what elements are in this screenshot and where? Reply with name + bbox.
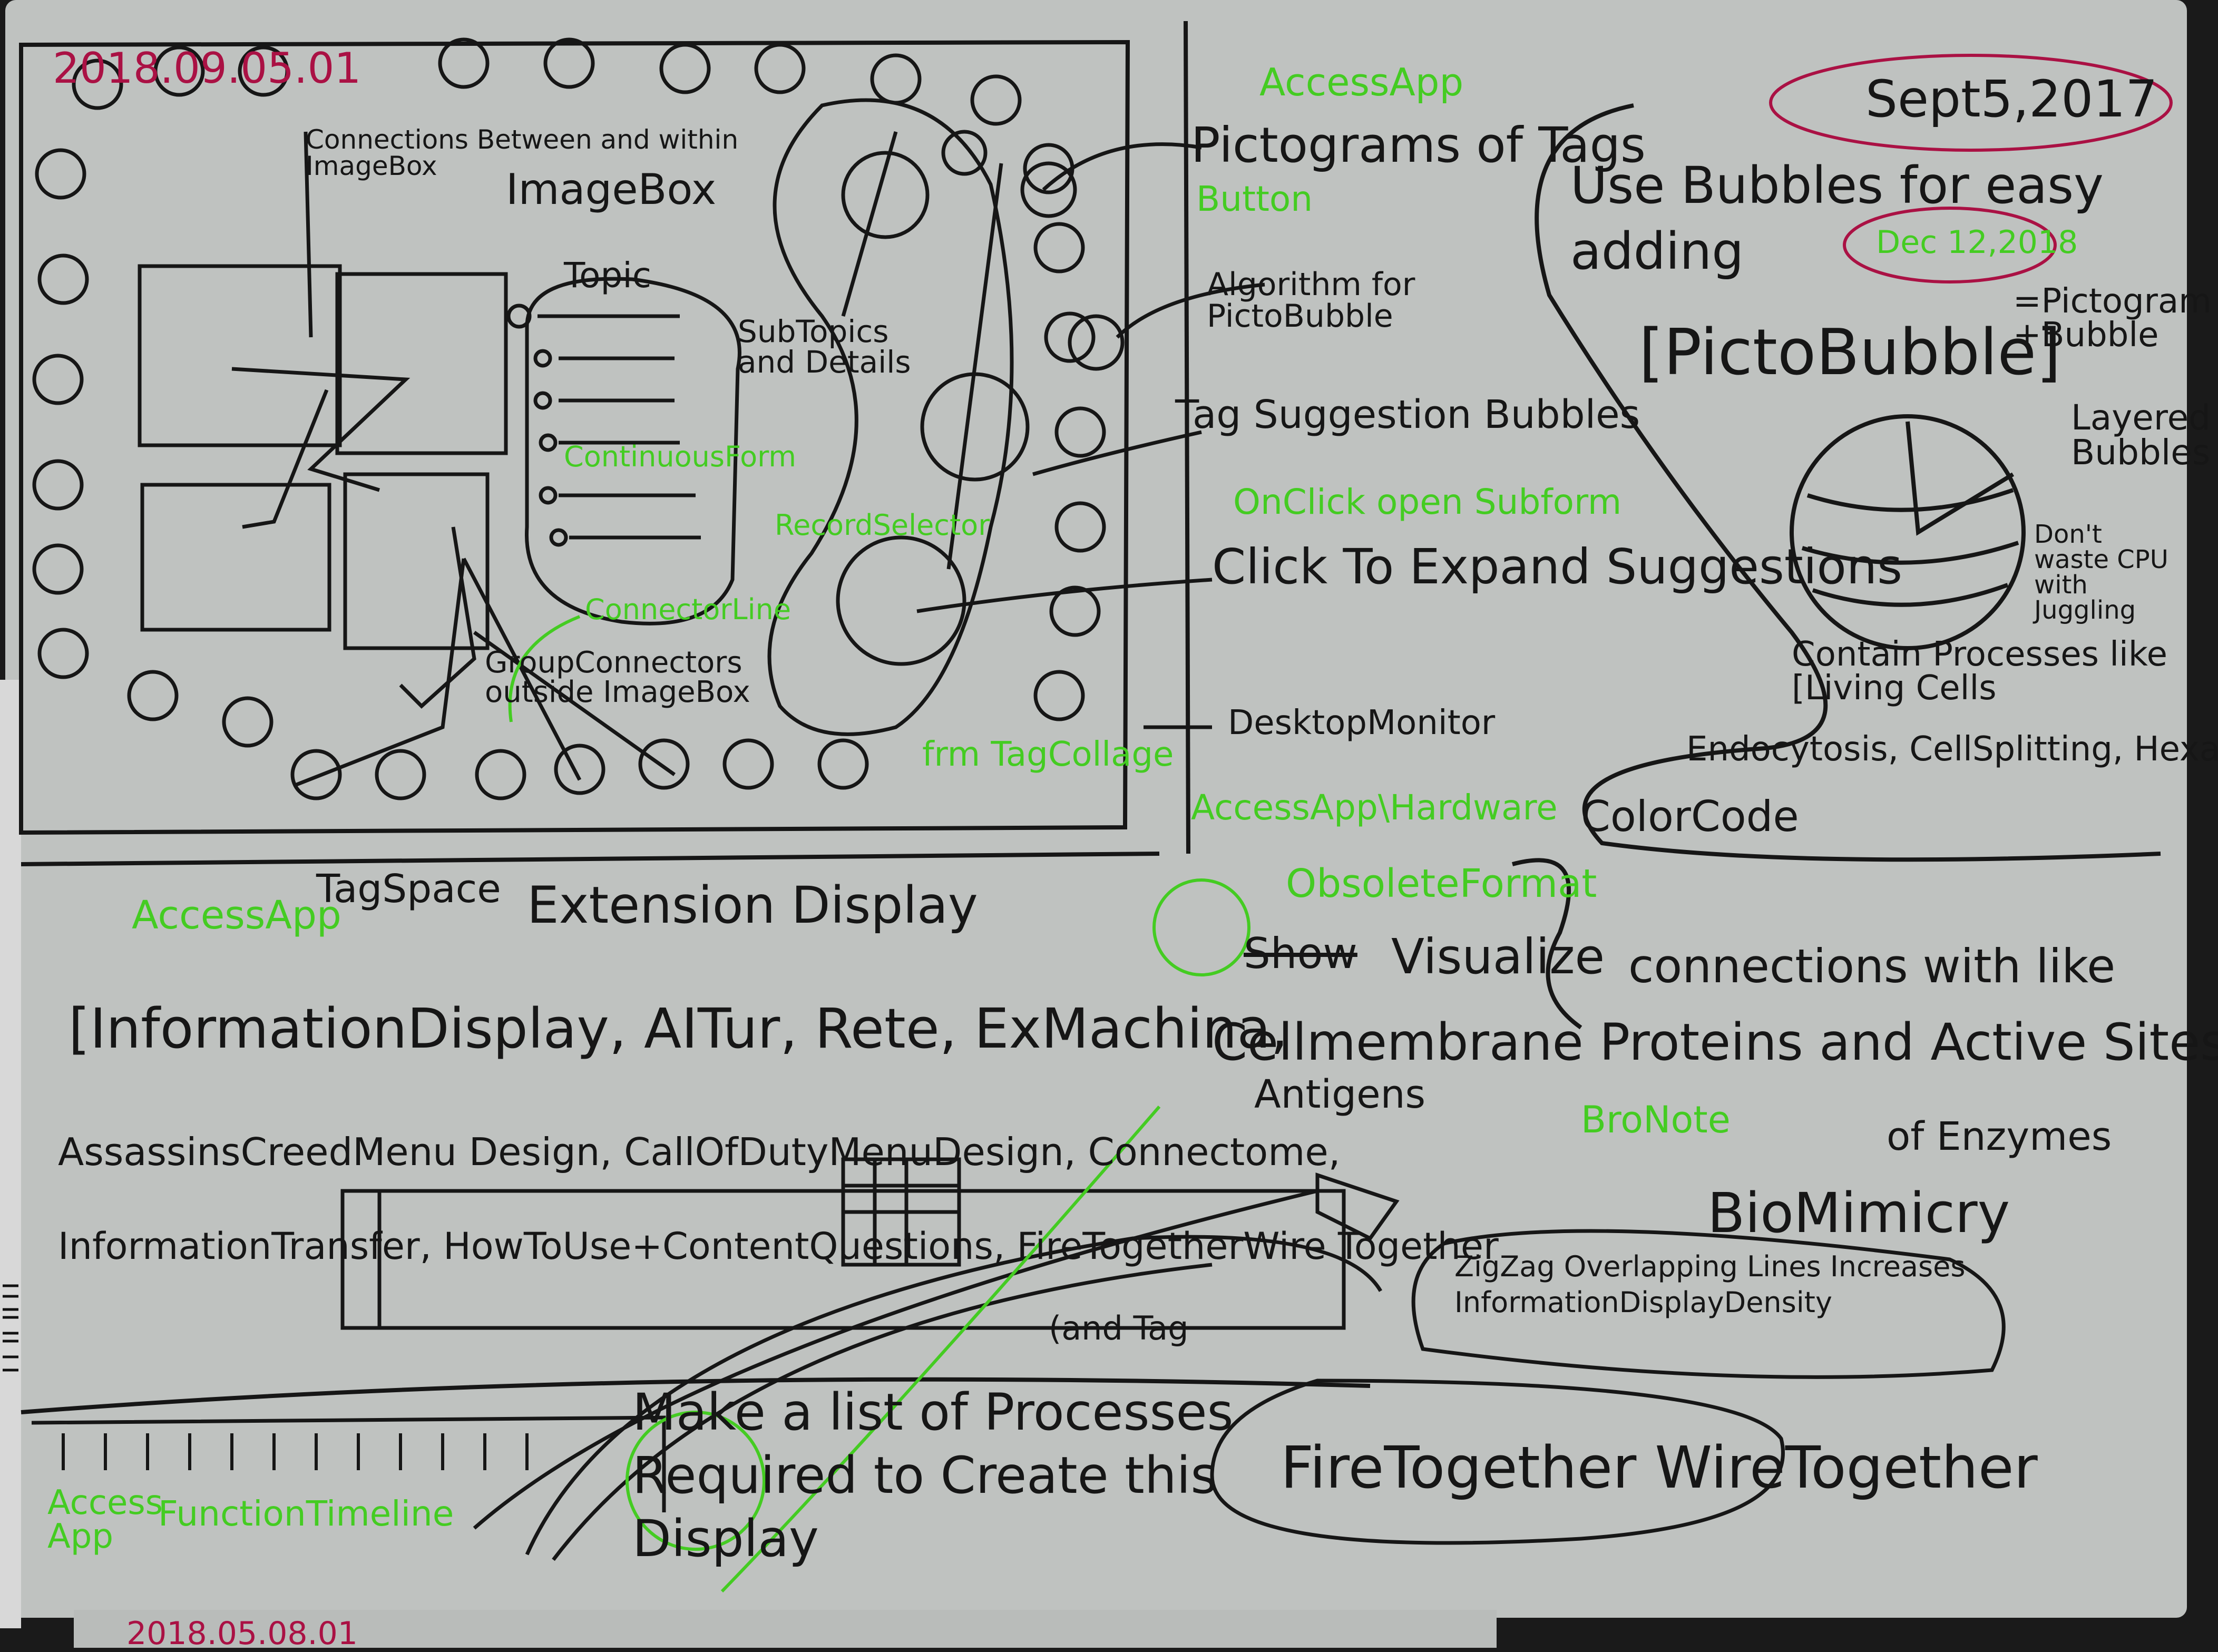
date-top-right: Sept5,2017 — [1865, 70, 2158, 129]
tag-suggestion-label: Tag Suggestion Bubbles — [1175, 392, 1640, 437]
bottom-access-app-label: AccessApp — [132, 893, 341, 938]
of-enzymes-label: of Enzymes — [1887, 1114, 2112, 1159]
date-dec: Dec 12,2018 — [1876, 224, 2078, 261]
dont-waste-label: Don't waste CPU with Juggling — [2034, 520, 2168, 625]
image-boxes — [138, 131, 676, 787]
and-tag-label: (and Tag — [1049, 1309, 1189, 1347]
bronote-label: BroNote — [1581, 1098, 1731, 1141]
show-label: Show — [1244, 929, 1357, 978]
pictograms-label: Pictograms of Tags — [1191, 117, 1646, 173]
layered-bubble — [1790, 414, 2026, 650]
extension-display-label: Extension Display — [527, 876, 978, 935]
button-label: Button — [1196, 179, 1313, 219]
access-hardware-label: AccessApp\Hardware — [1191, 787, 1558, 828]
subtopics-label: SubTopics and Details — [738, 314, 911, 380]
function-timeline-label: FunctionTimeline — [158, 1493, 454, 1534]
obsolete-format-label: ObsoleteFormat — [1286, 861, 1597, 906]
endocytosis-label: Endocytosis, CellSplitting, Hexagon — [1686, 730, 2218, 769]
arrows — [916, 142, 1265, 729]
layered-bubbles-label: Layered Bubbles — [2071, 397, 2211, 473]
access-app-label: AccessApp — [1259, 60, 1464, 104]
continuous-form-label: ContinuousForm — [564, 440, 797, 473]
onclick-label: OnClick open Subform — [1233, 482, 1622, 522]
from-tag-collage-label: frm TagCollage — [922, 735, 1174, 774]
pictogram-bubble-label: =Pictogram +Bubble — [2013, 282, 2212, 355]
click-expand-label: Click To Expand Suggestions — [1212, 539, 1903, 595]
imagebox-label: ImageBox — [506, 165, 717, 214]
group-connectors-label: GroupConnectors outside ImageBox — [485, 646, 750, 709]
information-display-label: [InformationDisplay, AITur, Rete, ExMach… — [69, 996, 1288, 1061]
record-selector-label: RecordSelector — [775, 509, 990, 542]
colorcode-label: ColorCode — [1581, 792, 1799, 841]
connector-line-label: ConnectorLine — [585, 593, 792, 626]
zigzag-label: ZigZag Overlapping Lines Increases Infor… — [1454, 1250, 1966, 1319]
topic-label: Topic — [564, 255, 651, 296]
pictobubble-label: [PictoBubble] — [1639, 316, 2061, 389]
connections-like-label: connections with like — [1628, 939, 2116, 993]
tag-collage — [767, 98, 1125, 736]
biomimicry-label: BioMimicry — [1707, 1181, 2010, 1245]
continuous-form — [506, 277, 741, 625]
date-top-left: 2018.09.05.01 — [53, 44, 361, 93]
desktop-monitor-label: DesktopMonitor — [1228, 703, 1496, 742]
assassins-label: AssassinsCreedMenu Design, CallOfDutyMen… — [58, 1130, 1341, 1174]
circle-ring — [32, 37, 1106, 800]
information-transfer-label: InformationTransfer, HowToUse+ContentQue… — [58, 1225, 1499, 1268]
cellmembrane-label: Cellmembrane Proteins and Active Sites — [1212, 1013, 2218, 1072]
access-app-2-label: Access App — [47, 1483, 163, 1556]
contain-processes-label: Contain Processes like [Living Cells — [1792, 635, 2167, 708]
fire-together-label: FireTogether WireTogether — [1281, 1434, 2038, 1501]
tagspace-label: TagSpace — [316, 866, 501, 912]
date-bottom: 2018.05.08.01 — [126, 1615, 358, 1652]
bottom-sketch — [31, 1157, 2006, 1561]
antigens-label: Antigens — [1254, 1072, 1426, 1117]
use-bubbles-label: Use Bubbles for easy adding — [1570, 156, 2104, 281]
connections-label: Connections Between and within ImageBox — [306, 124, 739, 181]
algorithm-label: Algorithm for PictoBubble — [1207, 266, 1415, 335]
visualize-label: Visualize — [1391, 928, 1605, 985]
make-list-label: Make a list of Processes Required to Cre… — [632, 1383, 1234, 1568]
